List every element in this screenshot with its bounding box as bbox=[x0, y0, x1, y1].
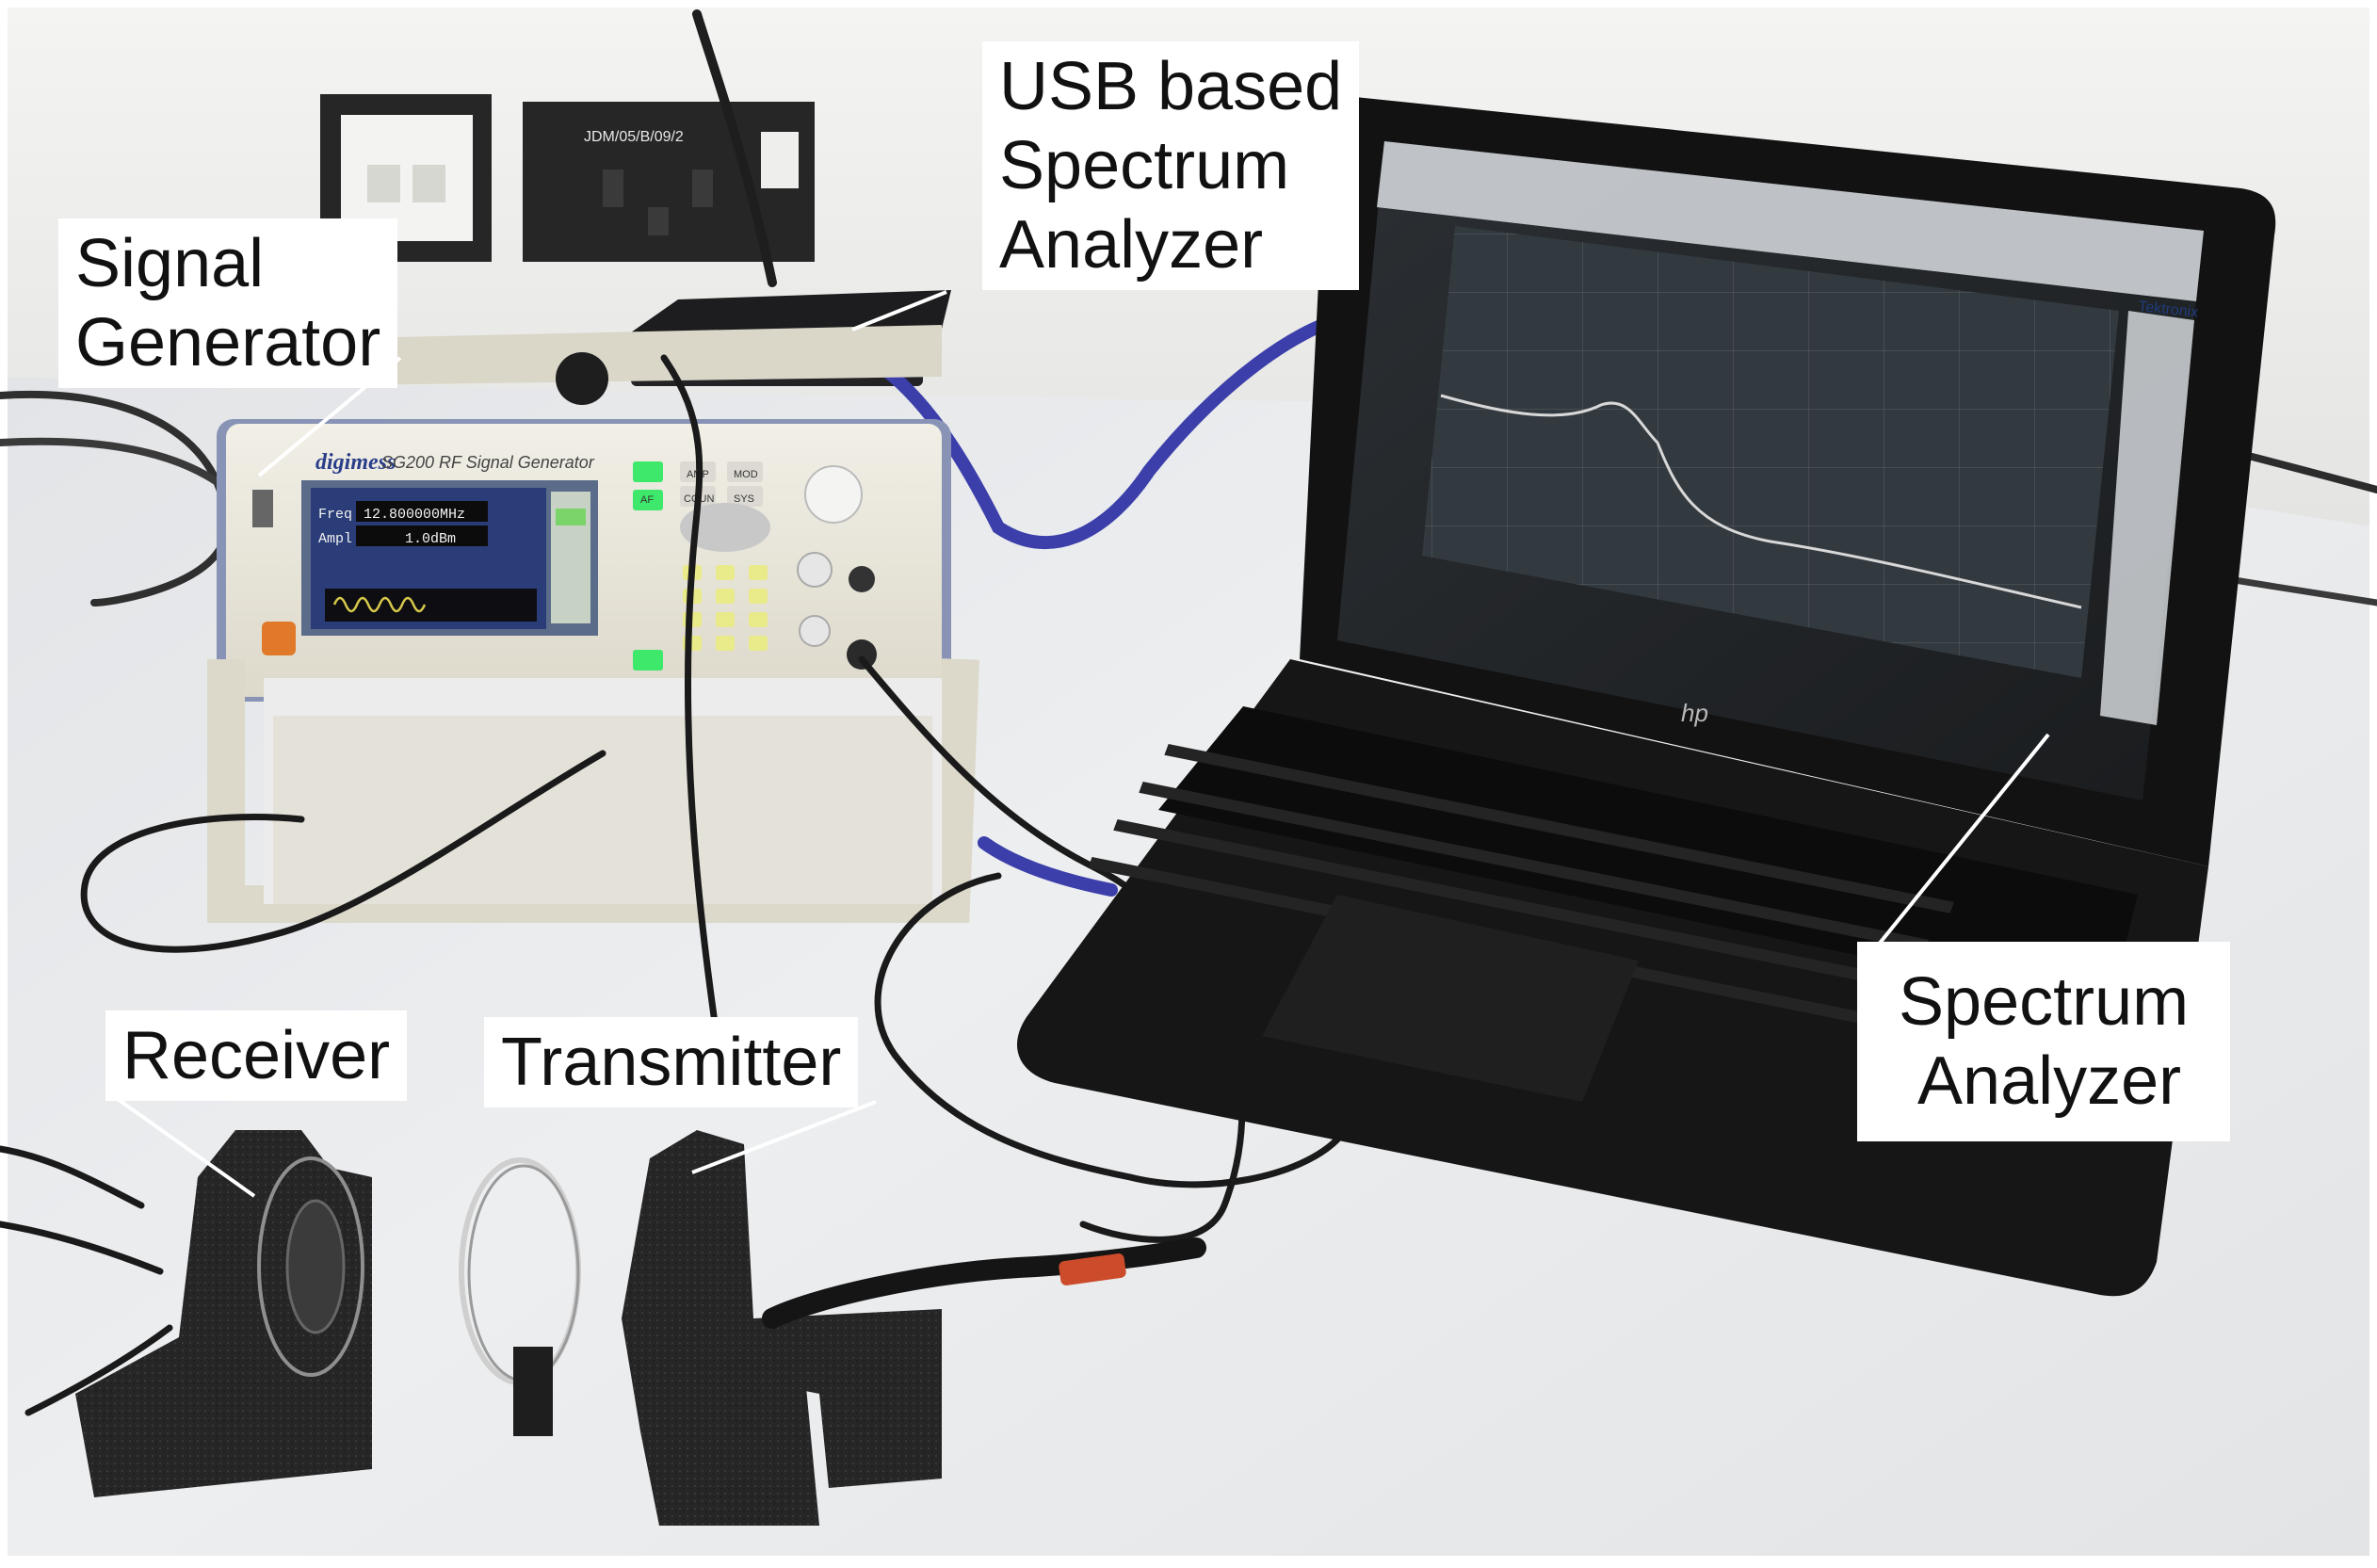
label-spectrum-analyzer: Spectrum Analyzer bbox=[1857, 942, 2231, 1141]
label-spectrum-line1: Spectrum bbox=[1899, 964, 2190, 1040]
laptop: Tektronix hp bbox=[1017, 94, 2276, 1297]
laptop-brand: hp bbox=[1681, 699, 1708, 727]
callout-leader-lines bbox=[106, 290, 2050, 1198]
ampl-label: Ampl bbox=[318, 531, 352, 547]
label-signal-generator: Signal Generator bbox=[58, 218, 398, 388]
generator-brand: digimess bbox=[315, 450, 396, 475]
label-usb-line1: USB based bbox=[999, 49, 1343, 124]
ampl-value: 1.0dBm bbox=[405, 531, 456, 547]
label-signal-generator-line2: Generator bbox=[75, 305, 381, 380]
transmitter-assembly bbox=[622, 1130, 1206, 1526]
label-signal-generator-line1: Signal bbox=[75, 226, 265, 301]
signal-generator-device: digimess SG200 RF Signal Generator Freq … bbox=[207, 325, 979, 923]
coil-loop bbox=[459, 1157, 581, 1436]
freq-value: 12.800000MHz bbox=[364, 507, 465, 523]
btn-sys-label: SYS bbox=[734, 493, 754, 505]
btn-mod-label: MOD bbox=[734, 469, 758, 480]
label-usb-line2: Spectrum bbox=[999, 128, 1290, 203]
scope-brand: Tektronix bbox=[2138, 299, 2199, 321]
label-receiver: Receiver bbox=[105, 1010, 408, 1101]
label-transmitter: Transmitter bbox=[484, 1017, 859, 1107]
wall-label: JDM/05/B/09/2 bbox=[584, 129, 684, 145]
receiver-assembly bbox=[75, 1130, 372, 1497]
label-usb-line3: Analyzer bbox=[999, 207, 1264, 283]
label-spectrum-line2: Analyzer bbox=[1917, 1043, 2182, 1119]
freq-label: Freq bbox=[318, 507, 352, 523]
generator-model: SG200 RF Signal Generator bbox=[381, 453, 595, 472]
label-usb-spectrum-analyzer: USB based Spectrum Analyzer bbox=[982, 41, 1360, 290]
btn-af-label: AF bbox=[640, 494, 654, 506]
